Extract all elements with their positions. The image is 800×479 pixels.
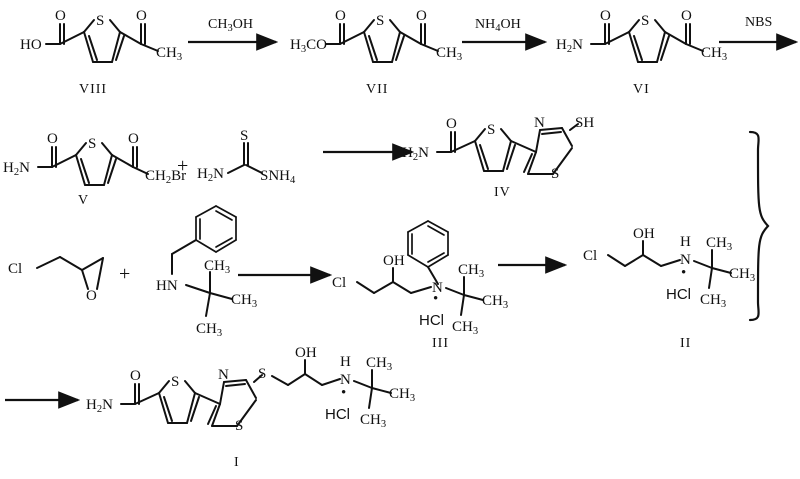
- atom-label-o-ketone: O: [416, 8, 427, 24]
- compound-VII-structure: S H3CO O O CH3: [290, 8, 462, 63]
- atom-label-ch3: CH3: [204, 258, 230, 276]
- atom-label-sulfur-thioether: S: [258, 366, 266, 382]
- compound-label-V: V: [78, 193, 89, 208]
- salt-dot: •: [341, 385, 346, 401]
- atom-label-s-thione: S: [240, 128, 248, 144]
- atom-label-o-epoxide: O: [86, 288, 97, 304]
- atom-label-o-amide: O: [47, 131, 58, 147]
- salt-label-hcl: HCl: [666, 286, 691, 303]
- atom-label-ch3: CH3: [458, 262, 484, 280]
- atom-label-ch3: CH3: [389, 386, 415, 404]
- atom-label-oh: OH: [295, 345, 317, 361]
- atom-label-ch3: CH3: [436, 45, 462, 63]
- plus-sign-row3: +: [119, 263, 130, 285]
- atom-label-ch3: CH3: [360, 412, 386, 430]
- atom-label-hn: HN: [156, 278, 178, 294]
- atom-label-sulfur: S: [88, 136, 96, 152]
- atom-label-oh: OH: [633, 226, 655, 242]
- atom-label-h2n: H2N: [86, 397, 113, 415]
- compound-II-structure: Cl OH N H CH3 CH3 CH3 • HCl: [583, 226, 755, 310]
- compound-V-structure: S H2N O O CH2Br: [3, 131, 186, 186]
- atom-label-sulfur: S: [641, 13, 649, 29]
- atom-label-cl: Cl: [332, 275, 346, 291]
- reaction-arrow-2: NH4OH: [462, 17, 548, 51]
- atom-label-o-ester: O: [335, 8, 346, 24]
- salt-dot: •: [433, 291, 438, 307]
- compound-label-I: I: [234, 455, 240, 470]
- atom-label-ch3: CH3: [156, 45, 182, 63]
- atom-label-h-on-nitrogen: H: [680, 234, 691, 250]
- reagent-label-methanol: CH3OH: [208, 17, 253, 34]
- compound-I-structure: H2N O S N S S: [86, 345, 415, 434]
- atom-label-h2n: H2N: [197, 166, 224, 184]
- atom-label-o-amide: O: [130, 368, 141, 384]
- atom-label-nitrogen: N: [432, 280, 443, 296]
- atom-label-ch3: CH3: [196, 321, 222, 339]
- reagent-dithiocarbamate-structure: S H2N SNH4: [197, 128, 296, 186]
- compound-IV-structure: S H2N O N S SH: [402, 115, 594, 182]
- atom-label-h-on-nitrogen: H: [340, 354, 351, 370]
- atom-label-o-ketone: O: [681, 8, 692, 24]
- atom-label-oh: OH: [383, 253, 405, 269]
- atom-label-o-amide: O: [600, 8, 611, 24]
- atom-label-sulfur: S: [376, 13, 384, 29]
- atom-label-o-ketone: O: [128, 131, 139, 147]
- salt-label-hcl: HCl: [419, 312, 444, 329]
- atom-label-o-amide: O: [446, 116, 457, 132]
- atom-label-ch3: CH3: [706, 235, 732, 253]
- atom-label-ch3: CH3: [231, 292, 257, 310]
- compound-label-III: III: [432, 336, 449, 351]
- compound-VI-structure: S H2N O O CH3: [556, 8, 727, 63]
- atom-label-ho: HO: [20, 37, 42, 53]
- atom-label-ch3: CH3: [700, 292, 726, 310]
- atom-label-ch3: CH3: [482, 293, 508, 311]
- atom-label-sh: SH: [575, 115, 594, 131]
- atom-label-nitrogen: N: [340, 372, 351, 388]
- atom-label-h2n: H2N: [556, 37, 583, 55]
- grouping-brace: [748, 130, 770, 322]
- atom-label-h2n: H2N: [3, 160, 30, 178]
- compound-label-VI: VI: [633, 82, 650, 97]
- compound-VIII-structure: S HO O O CH3: [20, 8, 182, 63]
- compound-III-structure: Cl OH N CH3 CH3 CH3 • HCl: [332, 220, 508, 337]
- atom-label-snh4: SNH4: [260, 168, 296, 186]
- atom-label-ch3: CH3: [366, 355, 392, 373]
- atom-label-sulfur: S: [96, 13, 104, 29]
- atom-label-nitrogen-thiazole: N: [534, 115, 545, 131]
- atom-label-o-ketone: O: [136, 8, 147, 24]
- reaction-arrow-1: CH3OH: [188, 17, 279, 51]
- atom-label-h3co: H3CO: [290, 37, 327, 55]
- atom-label-sulfur-thiophene: S: [171, 374, 179, 390]
- compound-label-VIII: VIII: [79, 82, 107, 97]
- atom-label-nitrogen: N: [680, 252, 691, 268]
- atom-label-cl: Cl: [8, 261, 22, 277]
- compound-label-IV: IV: [494, 185, 511, 200]
- reagent-label-nbs: NBS: [745, 15, 772, 30]
- atom-label-ch3: CH3: [729, 266, 755, 284]
- salt-label-hcl: HCl: [325, 406, 350, 423]
- atom-label-ch3: CH3: [701, 45, 727, 63]
- atom-label-ch2br: CH2Br: [145, 168, 186, 186]
- reagent-benzyl-tert-butylamine-structure: HN CH3 CH3 CH3: [156, 205, 257, 339]
- salt-dot: •: [681, 265, 686, 281]
- atom-label-sulfur-thiazole: S: [235, 418, 243, 434]
- atom-label-cl: Cl: [583, 248, 597, 264]
- compound-label-II: II: [680, 336, 691, 351]
- atom-label-nitrogen-thiazole: N: [218, 367, 229, 383]
- reagent-label-ammonium-hydroxide: NH4OH: [475, 17, 521, 34]
- atom-label-sulfur-thiazole: S: [551, 166, 559, 182]
- reagent-epichlorohydrin-structure: Cl O: [8, 256, 104, 304]
- compound-label-VII: VII: [366, 82, 388, 97]
- plus-sign-row2: +: [177, 155, 188, 177]
- atom-label-ch3: CH3: [452, 319, 478, 337]
- atom-label-o-carbonyl: O: [55, 8, 66, 24]
- atom-label-h2n: H2N: [402, 145, 429, 163]
- reaction-arrow-3: NBS: [719, 15, 799, 51]
- atom-label-sulfur-thiophene: S: [487, 122, 495, 138]
